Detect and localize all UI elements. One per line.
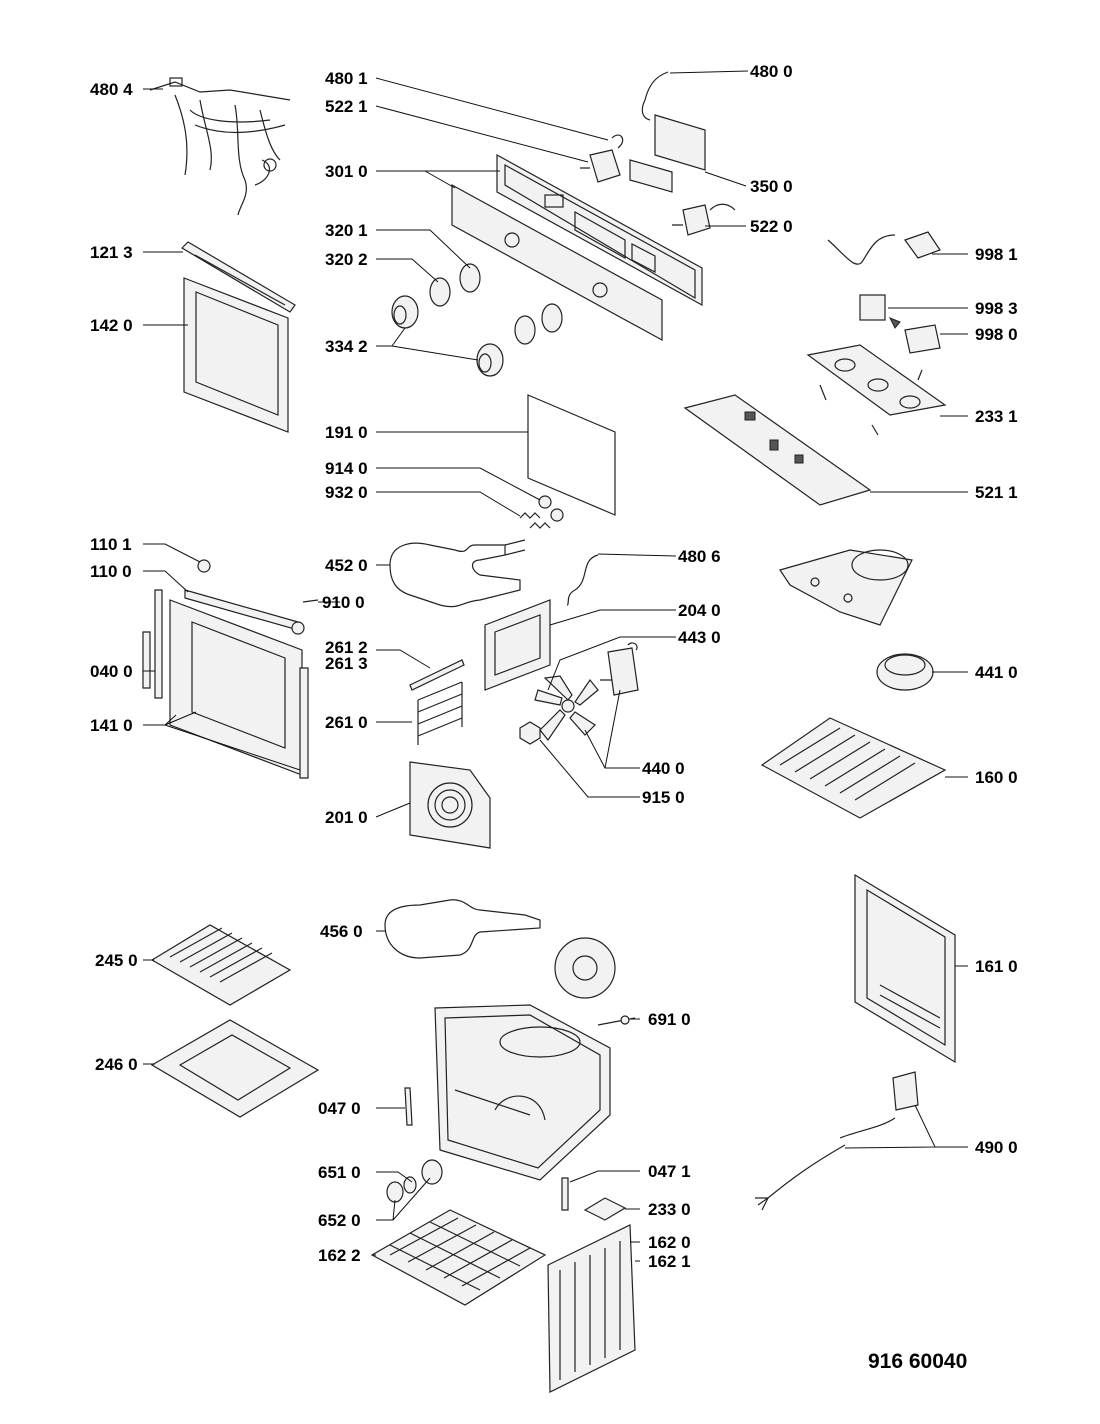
fan-blade-440-0 [534,675,599,742]
selector-switch-522-1 [580,134,624,183]
door-top-trim-121-3 [181,241,296,313]
callout-998-0: 998 0 [975,325,1018,344]
callout-334-2: 334 2 [325,337,368,356]
screw-910-0 [302,599,319,603]
callout-440-0: 440 0 [642,759,685,778]
callout-521-1: 521 1 [975,483,1018,502]
callout-162-2: 162 2 [318,1246,361,1265]
callout-261-2: 261 2 [325,638,368,657]
callout-350-0: 350 0 [750,177,793,196]
callout-047-0: 047 0 [318,1099,361,1118]
callout-201-0: 201 0 [325,808,368,827]
callout-261-3: 261 3 [325,654,368,673]
callout-998-1: 998 1 [975,245,1018,264]
callout-110-0: 110 0 [90,562,132,581]
callout-233-1: 233 1 [975,407,1018,426]
callout-480-4: 480 4 [90,80,133,99]
callout-998-3: 998 3 [975,299,1018,318]
fan-disc-691-0 [554,937,636,1026]
cooling-fan-housing [779,549,913,626]
callout-245-0: 245 0 [95,951,138,970]
callout-522-0: 522 0 [750,217,793,236]
callout-480-0: 480 0 [750,62,793,81]
rear-fan-cover-201-0 [409,761,491,849]
callout-443-0: 443 0 [678,628,721,647]
cooling-fan-441-0 [876,653,934,691]
power-cable-998-1 [827,231,941,265]
callout-047-1: 047 1 [648,1162,691,1181]
callout-320-1: 320 1 [325,221,368,240]
callout-480-1: 480 1 [325,69,368,88]
board-support-233-1 [806,344,947,436]
wiring-harness-480-4 [149,77,291,216]
inner-door-glass-141-0 [169,599,309,779]
door-gasket-191-0 [527,394,616,516]
thermostat-522-0 [672,203,736,236]
callout-233-0: 233 0 [648,1200,691,1219]
knob-bushes-320 [429,263,563,345]
grill-rack-245-0 [150,924,292,1006]
callout-142-0: 142 0 [90,316,133,335]
callout-162-1: 162 1 [648,1252,691,1271]
lamp-parts-651-652 [386,1159,443,1203]
callout-452-0: 452 0 [325,556,368,575]
callout-441-0: 441 0 [975,663,1018,682]
callout-456-0: 456 0 [320,922,363,941]
fan-nut-915-0 [519,721,541,745]
insulation-grid-162-2 [370,1209,547,1306]
callout-910-0: 910 0 [322,593,365,612]
callout-914-0: 914 0 [325,459,368,478]
callout-121-3: 121 3 [90,243,133,262]
element-fixings-914-932 [519,495,564,529]
baking-tray-246-0 [150,1019,320,1118]
leader-lines [143,70,968,1262]
knobs-334-2 [391,295,504,377]
door-hinge-parts-110 [184,559,305,635]
lower-element-456-0 [384,899,541,959]
mains-cable-490-0 [755,1071,919,1211]
rear-panel-161-0 [854,873,956,1064]
callout-191-0: 191 0 [325,423,368,442]
document-number: 916 60040 [868,1350,967,1373]
callout-110-1: 110 1 [90,535,132,554]
wire-480-0 [641,71,669,121]
wire-480-6 [566,554,599,606]
callout-204-0: 204 0 [678,601,721,620]
callout-141-0: 141 0 [90,716,133,735]
callout-651-0: 651 0 [318,1163,361,1182]
fan-motor-443-0 [600,642,639,696]
callout-522-1: 522 1 [325,97,368,116]
callout-932-0: 932 0 [325,483,368,502]
door-outer-glass-142-0 [183,277,289,433]
callout-246-0: 246 0 [95,1055,138,1074]
timer-bracket-350-0 [629,114,706,193]
callout-480-6: 480 6 [678,547,721,566]
callout-261-0: 261 0 [325,713,368,732]
electronic-board-521-1 [683,394,872,506]
module-998 [859,294,941,354]
rear-insulation-162-0 [547,1224,636,1393]
upper-element-452-0 [389,539,526,608]
callout-161-0: 161 0 [975,957,1018,976]
oven-cavity [434,1004,611,1181]
shelf-runners-261 [409,659,465,745]
wire-shelf-160-0 [760,717,947,819]
sensors-047 [404,1087,569,1211]
callout-labels: 480 4 480 1 522 1 480 0 301 0 350 0 522 … [90,62,1018,1271]
callout-162-0: 162 0 [648,1233,691,1252]
callout-915-0: 915 0 [642,788,685,807]
bracket-233-0 [583,1197,627,1221]
callout-160-0: 160 0 [975,768,1018,787]
callout-652-0: 652 0 [318,1211,361,1230]
callout-691-0: 691 0 [648,1010,691,1029]
shield-plate-204-0 [484,599,551,691]
callout-320-2: 320 2 [325,250,368,269]
callout-490-0: 490 0 [975,1138,1018,1157]
callout-040-0: 040 0 [90,662,133,681]
hinge-040-0 [142,589,163,699]
callout-301-0: 301 0 [325,162,368,181]
control-panel-301-0 [451,153,703,342]
